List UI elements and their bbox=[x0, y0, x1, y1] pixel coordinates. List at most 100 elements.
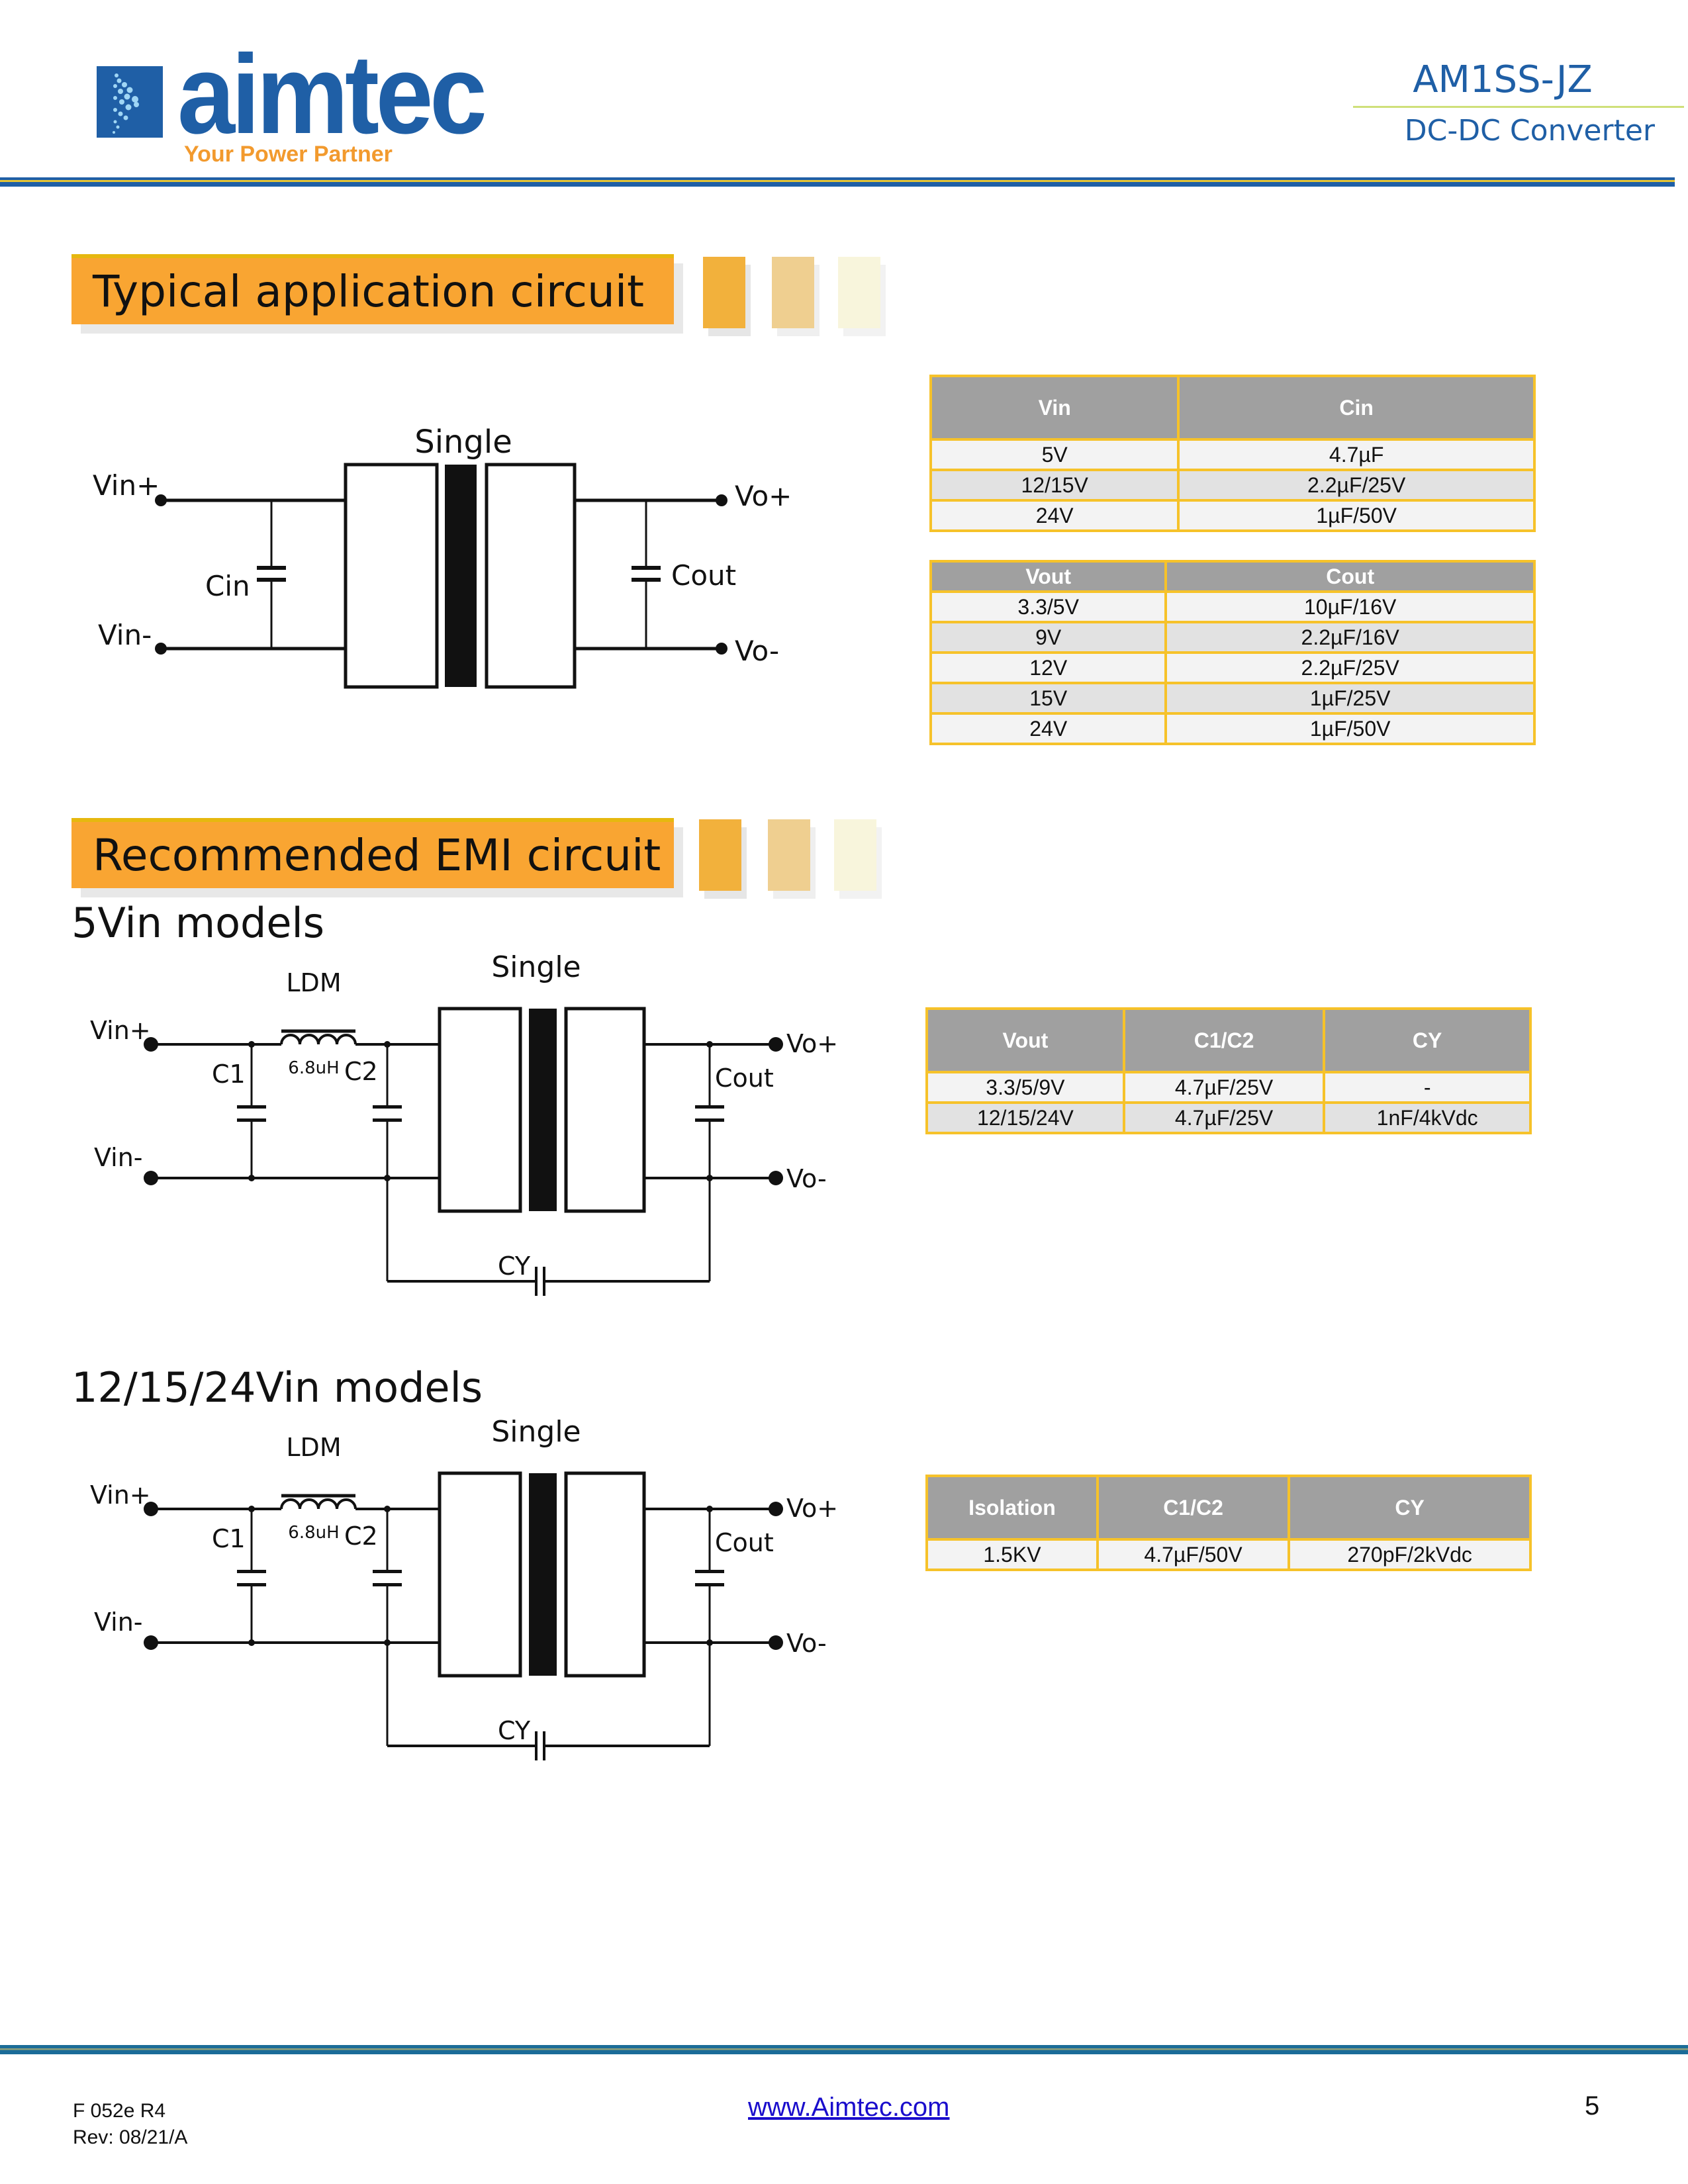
terminal-dot bbox=[769, 1502, 783, 1516]
c2-label: C2 bbox=[344, 1057, 378, 1086]
vin-plus-label: Vin+ bbox=[90, 1016, 151, 1045]
vin-plus-label: Vin+ bbox=[93, 469, 160, 502]
c1-label: C1 bbox=[212, 1060, 246, 1089]
table-header: CY bbox=[1288, 1475, 1532, 1541]
cout-capacitor-icon bbox=[695, 1118, 724, 1122]
banner-deco-block bbox=[772, 257, 814, 328]
terminal-dot bbox=[144, 1171, 158, 1185]
table-cell: 4.7µF/25V bbox=[1122, 1071, 1326, 1104]
table-row: 3.3/5/9V 4.7µF/25V - bbox=[925, 1071, 1532, 1104]
banner-deco-block bbox=[703, 257, 745, 328]
subheading-hvin: 12/15/24Vin models bbox=[71, 1363, 483, 1412]
junction-dot bbox=[706, 1175, 713, 1181]
table-row: 12/15/24V 4.7µF/25V 1nF/4kVdc bbox=[925, 1101, 1532, 1134]
section-banner-emi: Recommended EMI circuit bbox=[71, 818, 674, 888]
junction-dot bbox=[384, 1506, 391, 1512]
table-cell: 12/15V bbox=[929, 469, 1180, 502]
section-title-emi: Recommended EMI circuit bbox=[93, 830, 661, 881]
cout-capacitor-icon bbox=[695, 1583, 724, 1586]
junction-dot bbox=[248, 1041, 255, 1048]
converter-primary-block bbox=[344, 463, 439, 689]
banner-deco-block bbox=[834, 819, 876, 891]
logo-dots-icon bbox=[113, 73, 139, 134]
junction-dot bbox=[706, 1041, 713, 1048]
table-header: CY bbox=[1323, 1007, 1532, 1073]
junction-dot bbox=[384, 1041, 391, 1048]
vin-minus-label: Vin- bbox=[94, 1608, 143, 1637]
c1-capacitor-icon bbox=[237, 1118, 266, 1122]
cout-label: Cout bbox=[715, 1064, 774, 1093]
block-label: Single bbox=[414, 424, 512, 461]
form-code: F 052e R4 bbox=[73, 2100, 166, 2122]
transformer-core bbox=[529, 1473, 557, 1676]
cin-capacitor-icon bbox=[257, 566, 286, 582]
table-cell: 10µF/16V bbox=[1164, 590, 1536, 623]
c2-capacitor-icon bbox=[373, 1570, 402, 1573]
junction-dot bbox=[706, 1506, 713, 1512]
vin-minus-label: Vin- bbox=[94, 1143, 143, 1172]
cin-label: Cin bbox=[205, 570, 250, 602]
terminal-dot bbox=[769, 1635, 783, 1650]
junction-dot bbox=[248, 1506, 255, 1512]
website-link[interactable]: www.Aimtec.com bbox=[748, 2093, 950, 2122]
converter-primary-block bbox=[438, 1007, 522, 1213]
table-cell: 24V bbox=[929, 499, 1180, 532]
terminal-dot bbox=[144, 1635, 158, 1650]
table-row: 9V 2.2µF/16V bbox=[929, 621, 1536, 654]
c2-capacitor-icon bbox=[373, 1583, 402, 1586]
table-cell: 1nF/4kVdc bbox=[1323, 1101, 1532, 1134]
cy-label: CY bbox=[498, 1251, 531, 1281]
cy-label: CY bbox=[498, 1716, 531, 1745]
table-cell: - bbox=[1323, 1071, 1532, 1104]
converter-secondary-block bbox=[564, 1007, 646, 1213]
table-header: Vin bbox=[929, 375, 1180, 441]
junction-dot bbox=[384, 1175, 391, 1181]
table-cell: 3.3/5V bbox=[929, 590, 1168, 623]
table-header: Cout bbox=[1164, 560, 1536, 593]
table-cell: 1µF/50V bbox=[1164, 712, 1536, 745]
output-capacitor-table: Vout Cout 3.3/5V 10µF/16V 9V 2.2µF/16V 1… bbox=[929, 560, 1536, 745]
vo-plus-label: Vo+ bbox=[735, 480, 792, 512]
section-banner-typical: Typical application circuit bbox=[71, 254, 674, 324]
ldm-value-label: 6.8uH bbox=[288, 1523, 339, 1543]
table-row: 24V 1µF/50V bbox=[929, 712, 1536, 745]
terminal-dot bbox=[769, 1171, 783, 1185]
table-cell: 12/15/24V bbox=[925, 1101, 1125, 1134]
table-row: 12V 2.2µF/25V bbox=[929, 651, 1536, 684]
product-type: DC-DC Converter bbox=[1404, 114, 1655, 148]
logo-wordmark: aimtec bbox=[177, 32, 487, 158]
banner-deco-block bbox=[838, 257, 880, 328]
table-header: Vout bbox=[925, 1007, 1125, 1073]
table-cell: 2.2µF/16V bbox=[1164, 621, 1536, 654]
junction-dot bbox=[248, 1175, 255, 1181]
table-cell: 12V bbox=[929, 651, 1168, 684]
cout-capacitor-icon bbox=[632, 566, 661, 582]
ldm-value-label: 6.8uH bbox=[288, 1058, 339, 1078]
ldm-label: LDM bbox=[286, 1433, 341, 1462]
vin-minus-label: Vin- bbox=[98, 619, 152, 651]
block-label: Single bbox=[491, 1415, 581, 1449]
footer-form-info: F 052e R4 Rev: 08/21/A bbox=[73, 2098, 187, 2151]
c2-label: C2 bbox=[344, 1522, 378, 1551]
table-cell: 2.2µF/25V bbox=[1177, 469, 1536, 502]
terminal-dot bbox=[716, 643, 727, 655]
cout-capacitor-icon bbox=[695, 1570, 724, 1573]
terminal-dot bbox=[144, 1037, 158, 1052]
banner-deco-block bbox=[768, 819, 810, 891]
table-header: Cin bbox=[1177, 375, 1536, 441]
table-cell: 270pF/2kVdc bbox=[1288, 1538, 1532, 1571]
table-cell: 3.3/5/9V bbox=[925, 1071, 1125, 1104]
ldm-inductor-icon bbox=[280, 1498, 357, 1510]
terminal-dot bbox=[155, 643, 167, 655]
table-row: 5V 4.7µF bbox=[929, 438, 1536, 471]
table-row: 3.3/5V 10µF/16V bbox=[929, 590, 1536, 623]
cout-capacitor-icon bbox=[695, 1105, 724, 1109]
cout-label: Cout bbox=[715, 1528, 774, 1557]
input-capacitor-table: Vin Cin 5V 4.7µF 12/15V 2.2µF/25V 24V 1µ… bbox=[929, 375, 1536, 532]
converter-secondary-block bbox=[564, 1471, 646, 1678]
banner-deco-block bbox=[699, 819, 741, 891]
typical-application-circuit: Single Vin+ Vin- Vo+ Vo- Cin Cout bbox=[93, 424, 792, 689]
table-header: Isolation bbox=[925, 1475, 1099, 1541]
terminal-dot bbox=[716, 494, 727, 506]
